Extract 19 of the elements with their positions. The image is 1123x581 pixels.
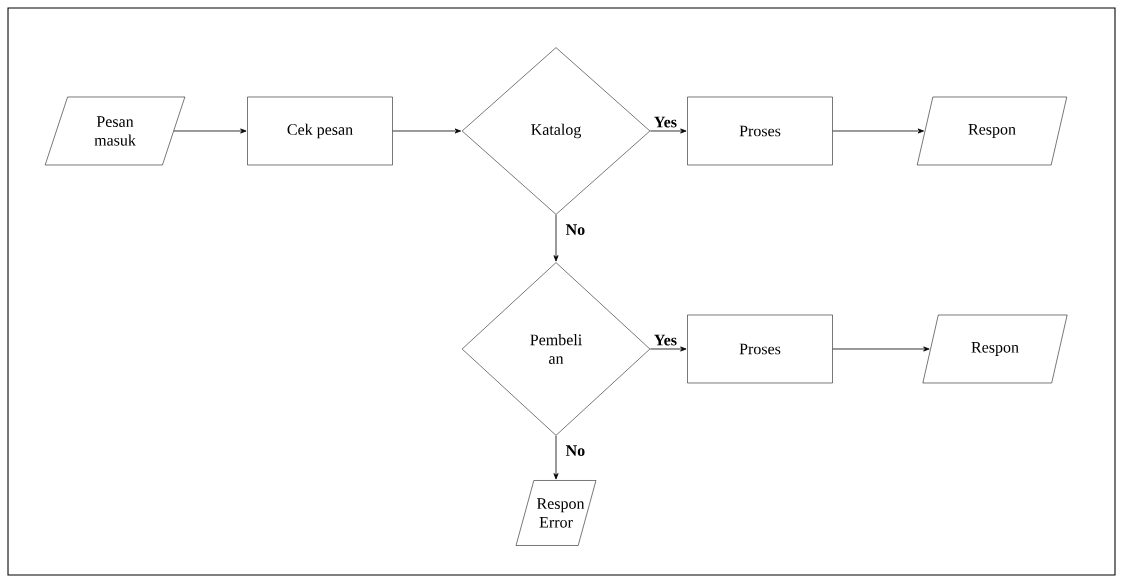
arrow [553,214,559,262]
edge-label: Yes [654,334,677,346]
input-output-box: Respon Error [515,480,597,546]
arrow [832,128,924,134]
edge-label: No [565,445,585,456]
edge-label: Yes [654,116,677,128]
arrow [392,128,461,134]
process-box: Proses [687,314,833,384]
process-box: Proses [687,96,833,166]
input-output-box: Respon [922,314,1068,384]
input-output-box: Respon [916,96,1068,166]
arrow [173,128,247,134]
edge-label: No [565,224,585,235]
arrow [649,346,687,352]
arrow [553,435,559,480]
arrow [649,128,687,134]
input-output-box: Pesan masuk [44,96,186,166]
process-box: Cek pesan [247,96,393,166]
arrow [832,346,930,352]
